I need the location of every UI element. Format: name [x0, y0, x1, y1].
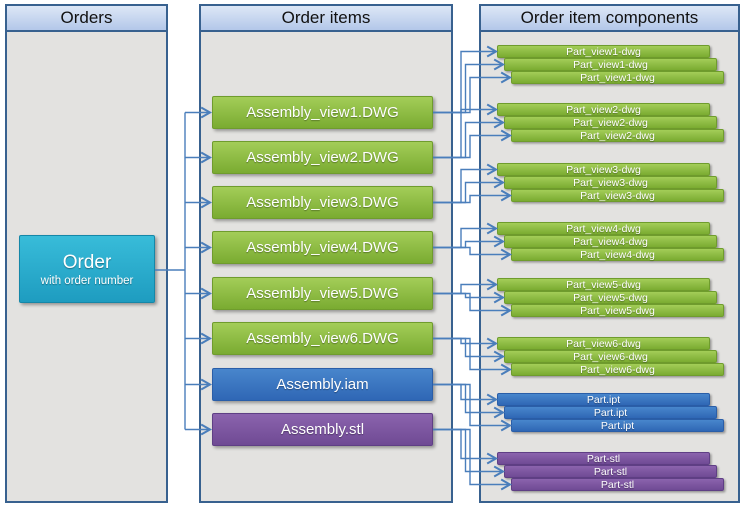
order-item-box: Assembly.stl: [212, 413, 433, 446]
order-node-title: Order: [62, 251, 112, 273]
order-node-subtitle: with order number: [40, 274, 134, 287]
component-bar: Part_view4-dwg: [497, 222, 710, 235]
order-item-box: Assembly_view2.DWG: [212, 141, 433, 174]
order-item-box: Assembly_view5.DWG: [212, 277, 433, 310]
component-bar: Part-stl: [511, 478, 724, 491]
component-bar: Part_view5-dwg: [504, 291, 717, 304]
component-bar: Part_view1-dwg: [504, 58, 717, 71]
order-item-components-panel-header: Order item components: [481, 6, 738, 32]
component-bar: Part_view3-dwg: [504, 176, 717, 189]
component-bar: Part_view6-dwg: [497, 337, 710, 350]
component-bar: Part_view5-dwg: [511, 304, 724, 317]
component-bar: Part_view4-dwg: [511, 248, 724, 261]
component-bar: Part_view2-dwg: [511, 129, 724, 142]
order-item-box: Assembly_view4.DWG: [212, 231, 433, 264]
component-bar: Part_view2-dwg: [504, 116, 717, 129]
component-bar: Part.ipt: [504, 406, 717, 419]
component-bar: Part.ipt: [511, 419, 724, 432]
component-bar: Part_view3-dwg: [511, 189, 724, 202]
order-node: Order with order number: [19, 235, 155, 303]
orders-panel-header: Orders: [7, 6, 166, 32]
component-bar: Part_view5-dwg: [497, 278, 710, 291]
order-item-box: Assembly_view3.DWG: [212, 186, 433, 219]
component-bar: Part_view6-dwg: [504, 350, 717, 363]
component-bar: Part_view3-dwg: [497, 163, 710, 176]
order-item-box: Assembly_view6.DWG: [212, 322, 433, 355]
component-bar: Part_view6-dwg: [511, 363, 724, 376]
order-item-box: Assembly.iam: [212, 368, 433, 401]
order-item-box: Assembly_view1.DWG: [212, 96, 433, 129]
component-bar: Part_view1-dwg: [497, 45, 710, 58]
order-items-panel-header: Order items: [201, 6, 451, 32]
component-bar: Part_view4-dwg: [504, 235, 717, 248]
component-bar: Part_view2-dwg: [497, 103, 710, 116]
component-bar: Part_view1-dwg: [511, 71, 724, 84]
component-bar: Part-stl: [504, 465, 717, 478]
component-bar: Part-stl: [497, 452, 710, 465]
component-bar: Part.ipt: [497, 393, 710, 406]
